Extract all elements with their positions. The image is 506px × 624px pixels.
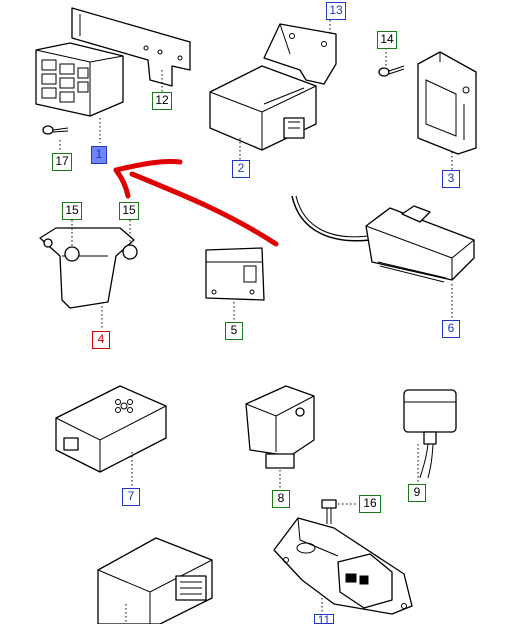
callout-17[interactable]: 17 <box>52 153 72 171</box>
callout-6[interactable]: 6 <box>442 320 460 338</box>
sensor-part-9 <box>403 389 457 484</box>
callout-13[interactable]: 13 <box>326 2 346 20</box>
callout-2[interactable]: 2 <box>232 160 250 178</box>
control-module-part-1 <box>35 42 124 143</box>
red-annotation-arrow <box>113 159 279 247</box>
callout-5[interactable]: 5 <box>225 322 243 340</box>
callout-3[interactable]: 3 <box>442 170 460 188</box>
module-part-6 <box>291 195 475 320</box>
module-part-4 <box>39 220 138 330</box>
clip-bracket-part-13 <box>263 20 337 85</box>
callout-12[interactable]: 12 <box>152 92 172 110</box>
module-bottom-left <box>97 537 213 624</box>
callout-11[interactable]: 11 <box>314 614 334 624</box>
mounting-bracket-part-12 <box>71 7 191 93</box>
callout-14[interactable]: 14 <box>377 31 397 49</box>
screw-part-14 <box>378 48 405 77</box>
module-part-7 <box>55 385 167 488</box>
callout-9[interactable]: 9 <box>408 484 426 502</box>
callout-4[interactable]: 4 <box>92 331 110 349</box>
callout-1[interactable]: 1 <box>91 146 107 164</box>
callout-15-right[interactable]: 15 <box>119 202 139 220</box>
callout-15-left[interactable]: 15 <box>62 202 82 220</box>
screw-part-17 <box>42 125 69 152</box>
callout-8[interactable]: 8 <box>272 490 290 508</box>
module-part-11 <box>273 517 413 616</box>
callout-16[interactable]: 16 <box>359 495 381 513</box>
relay-part-8 <box>245 385 315 490</box>
ecu-part-3 <box>417 51 477 172</box>
module-part-2 <box>209 65 317 160</box>
bolt-part-16 <box>321 499 358 524</box>
callout-7[interactable]: 7 <box>122 488 140 506</box>
relay-part-5 <box>205 247 265 322</box>
